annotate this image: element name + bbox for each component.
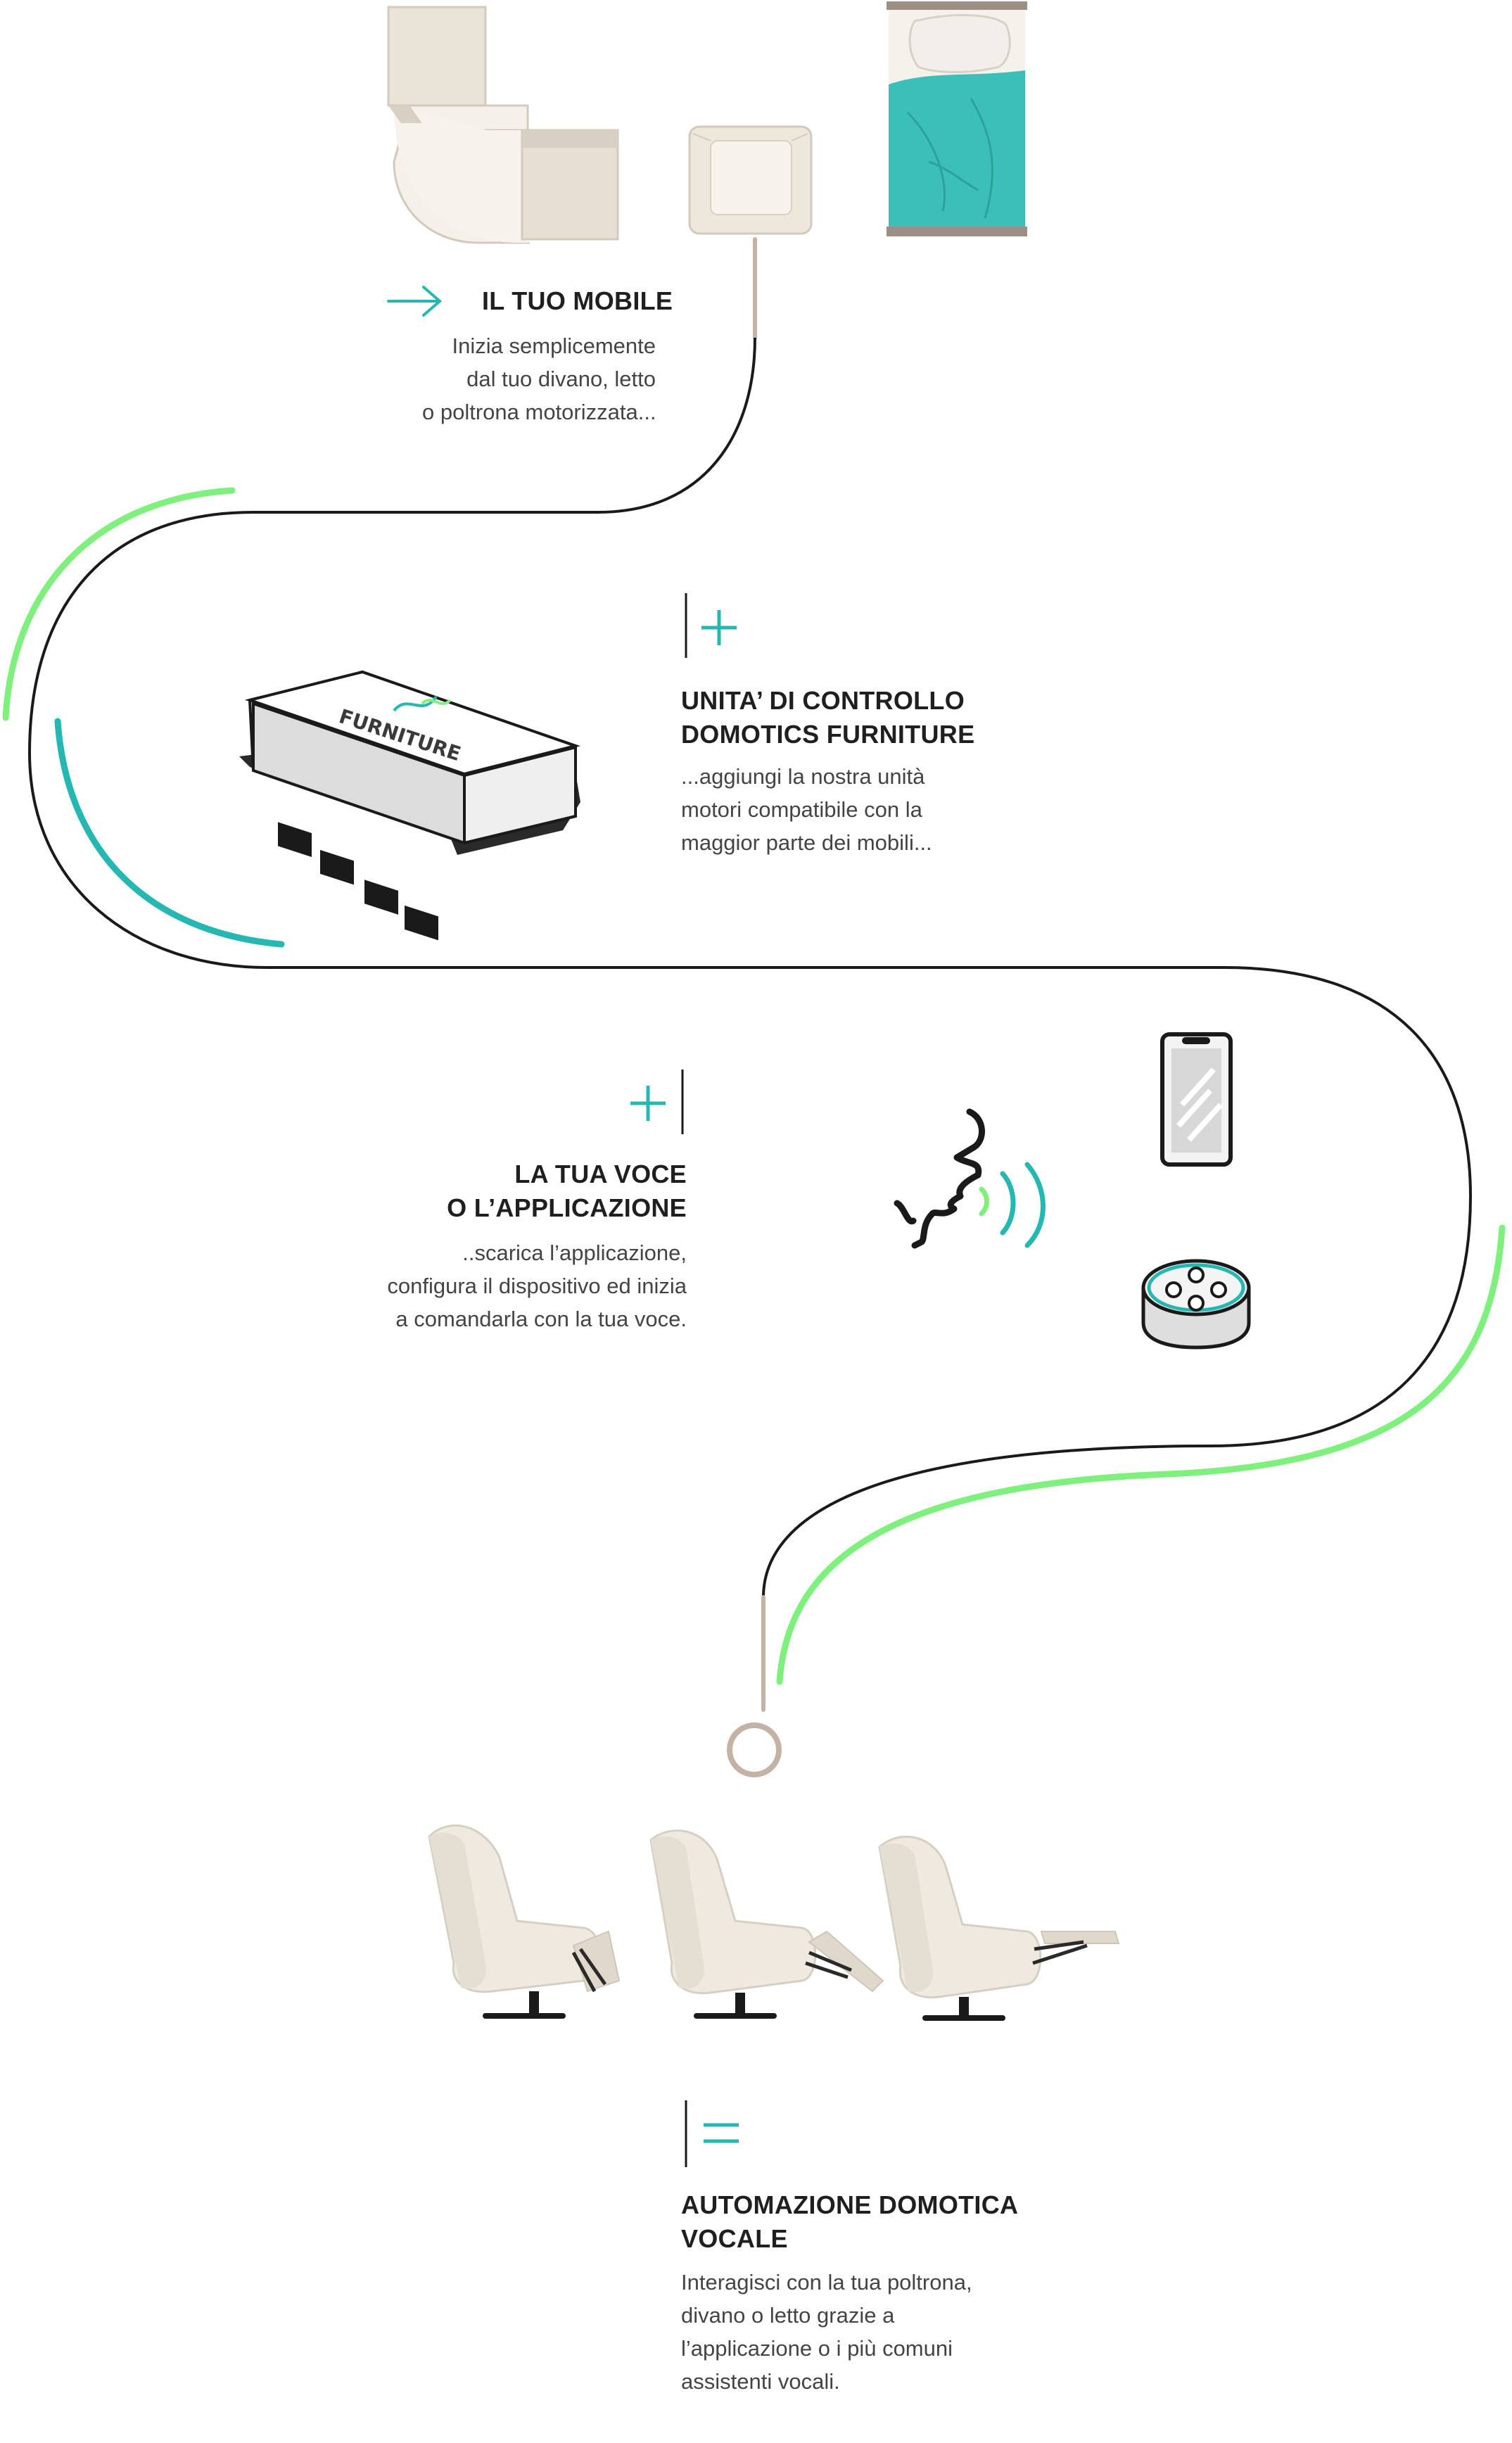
step-1-body-line: o poltrona motorizzata...	[422, 400, 656, 424]
step-2-title-line: DOMOTICS FURNITURE	[681, 720, 975, 749]
step-3-body-line: ..scarica l’applicazione,	[462, 1240, 687, 1265]
step-2-body-line: maggior parte dei mobili...	[681, 830, 932, 855]
step-1-text: IL TUO MOBILE Inizia semplicemente dal t…	[422, 284, 673, 429]
step-3-title-line: LA TUA VOCE	[514, 1160, 687, 1188]
recliner-chair-3	[878, 1835, 1120, 2021]
sound-waves-icon	[979, 1162, 1046, 1248]
sofa-illustration	[387, 6, 619, 244]
step-2-body-line: motori compatibile con la	[681, 797, 922, 822]
smartphone-icon	[1160, 1032, 1233, 1167]
journey-path	[2, 237, 1506, 1777]
step-4-body-line: divano o letto grazie a	[681, 2303, 895, 2328]
end-node	[727, 1722, 782, 1777]
accent-arc-green-bottom	[776, 1224, 1506, 1685]
step-1-title-line: IL TUO MOBILE	[482, 286, 673, 315]
step-1-body-line: Inizia semplicemente	[452, 334, 656, 358]
step-2-text: UNITA’ DI CONTROLLO DOMOTICS FURNITURE .…	[681, 684, 974, 859]
step-1-body-line: dal tuo divano, letto	[466, 367, 656, 391]
recliner-chair-1	[428, 1824, 621, 2019]
step-1-title: IL TUO MOBILE	[422, 284, 673, 318]
plus-icon	[630, 1070, 684, 1134]
bed-illustration	[887, 1, 1027, 236]
equals-icon	[685, 2100, 739, 2167]
step-3-title: LA TUA VOCE O L’APPLICAZIONE	[335, 1157, 687, 1225]
step-1-body: Inizia semplicemente dal tuo divano, let…	[422, 329, 656, 429]
step-4-body: Interagisci con la tua poltrona, divano …	[681, 2266, 1018, 2398]
step-2-title-line: UNITA’ DI CONTROLLO	[681, 686, 965, 715]
arrow-right-icon	[387, 286, 443, 317]
step-3-title-line: O L’APPLICAZIONE	[447, 1193, 687, 1222]
step-3-body-line: a comandarla con la tua voce.	[395, 1307, 687, 1331]
step-4-title-line: AUTOMAZIONE DOMOTICA	[681, 2190, 1019, 2219]
step-2-body-line: ...aggiungi la nostra unità	[681, 764, 925, 789]
step-3-body: ..scarica l’applicazione, configura il d…	[335, 1236, 687, 1335]
smart-speaker-icon	[1141, 1259, 1251, 1350]
plus-icon	[685, 593, 737, 658]
step-4-body-line: l’applicazione o i più comuni	[681, 2336, 953, 2361]
step-4-text: AUTOMAZIONE DOMOTICA VOCALE Interagisci …	[681, 2188, 1018, 2398]
recliner-chair-2	[649, 1829, 884, 2019]
voice-face-icon	[894, 1108, 985, 1249]
accent-arc-teal-left	[54, 718, 285, 948]
step-3-body-line: configura il dispositivo ed inizia	[387, 1274, 687, 1298]
control-unit-device: FURNITURE	[239, 670, 580, 941]
accent-arc-green-top	[2, 487, 236, 721]
step-3-text: LA TUA VOCE O L’APPLICAZIONE ..scarica l…	[335, 1157, 687, 1335]
step-2-body: ...aggiungi la nostra unità motori compa…	[681, 760, 974, 859]
step-4-title: AUTOMAZIONE DOMOTICA VOCALE	[681, 2188, 1018, 2256]
step-4-title-line: VOCALE	[681, 2224, 788, 2253]
step-4-body-line: assistenti vocali.	[681, 2369, 840, 2394]
step-4-body-line: Interagisci con la tua poltrona,	[681, 2270, 972, 2295]
armchair-top-illustration	[688, 125, 813, 235]
step-2-title: UNITA’ DI CONTROLLO DOMOTICS FURNITURE	[681, 684, 974, 751]
